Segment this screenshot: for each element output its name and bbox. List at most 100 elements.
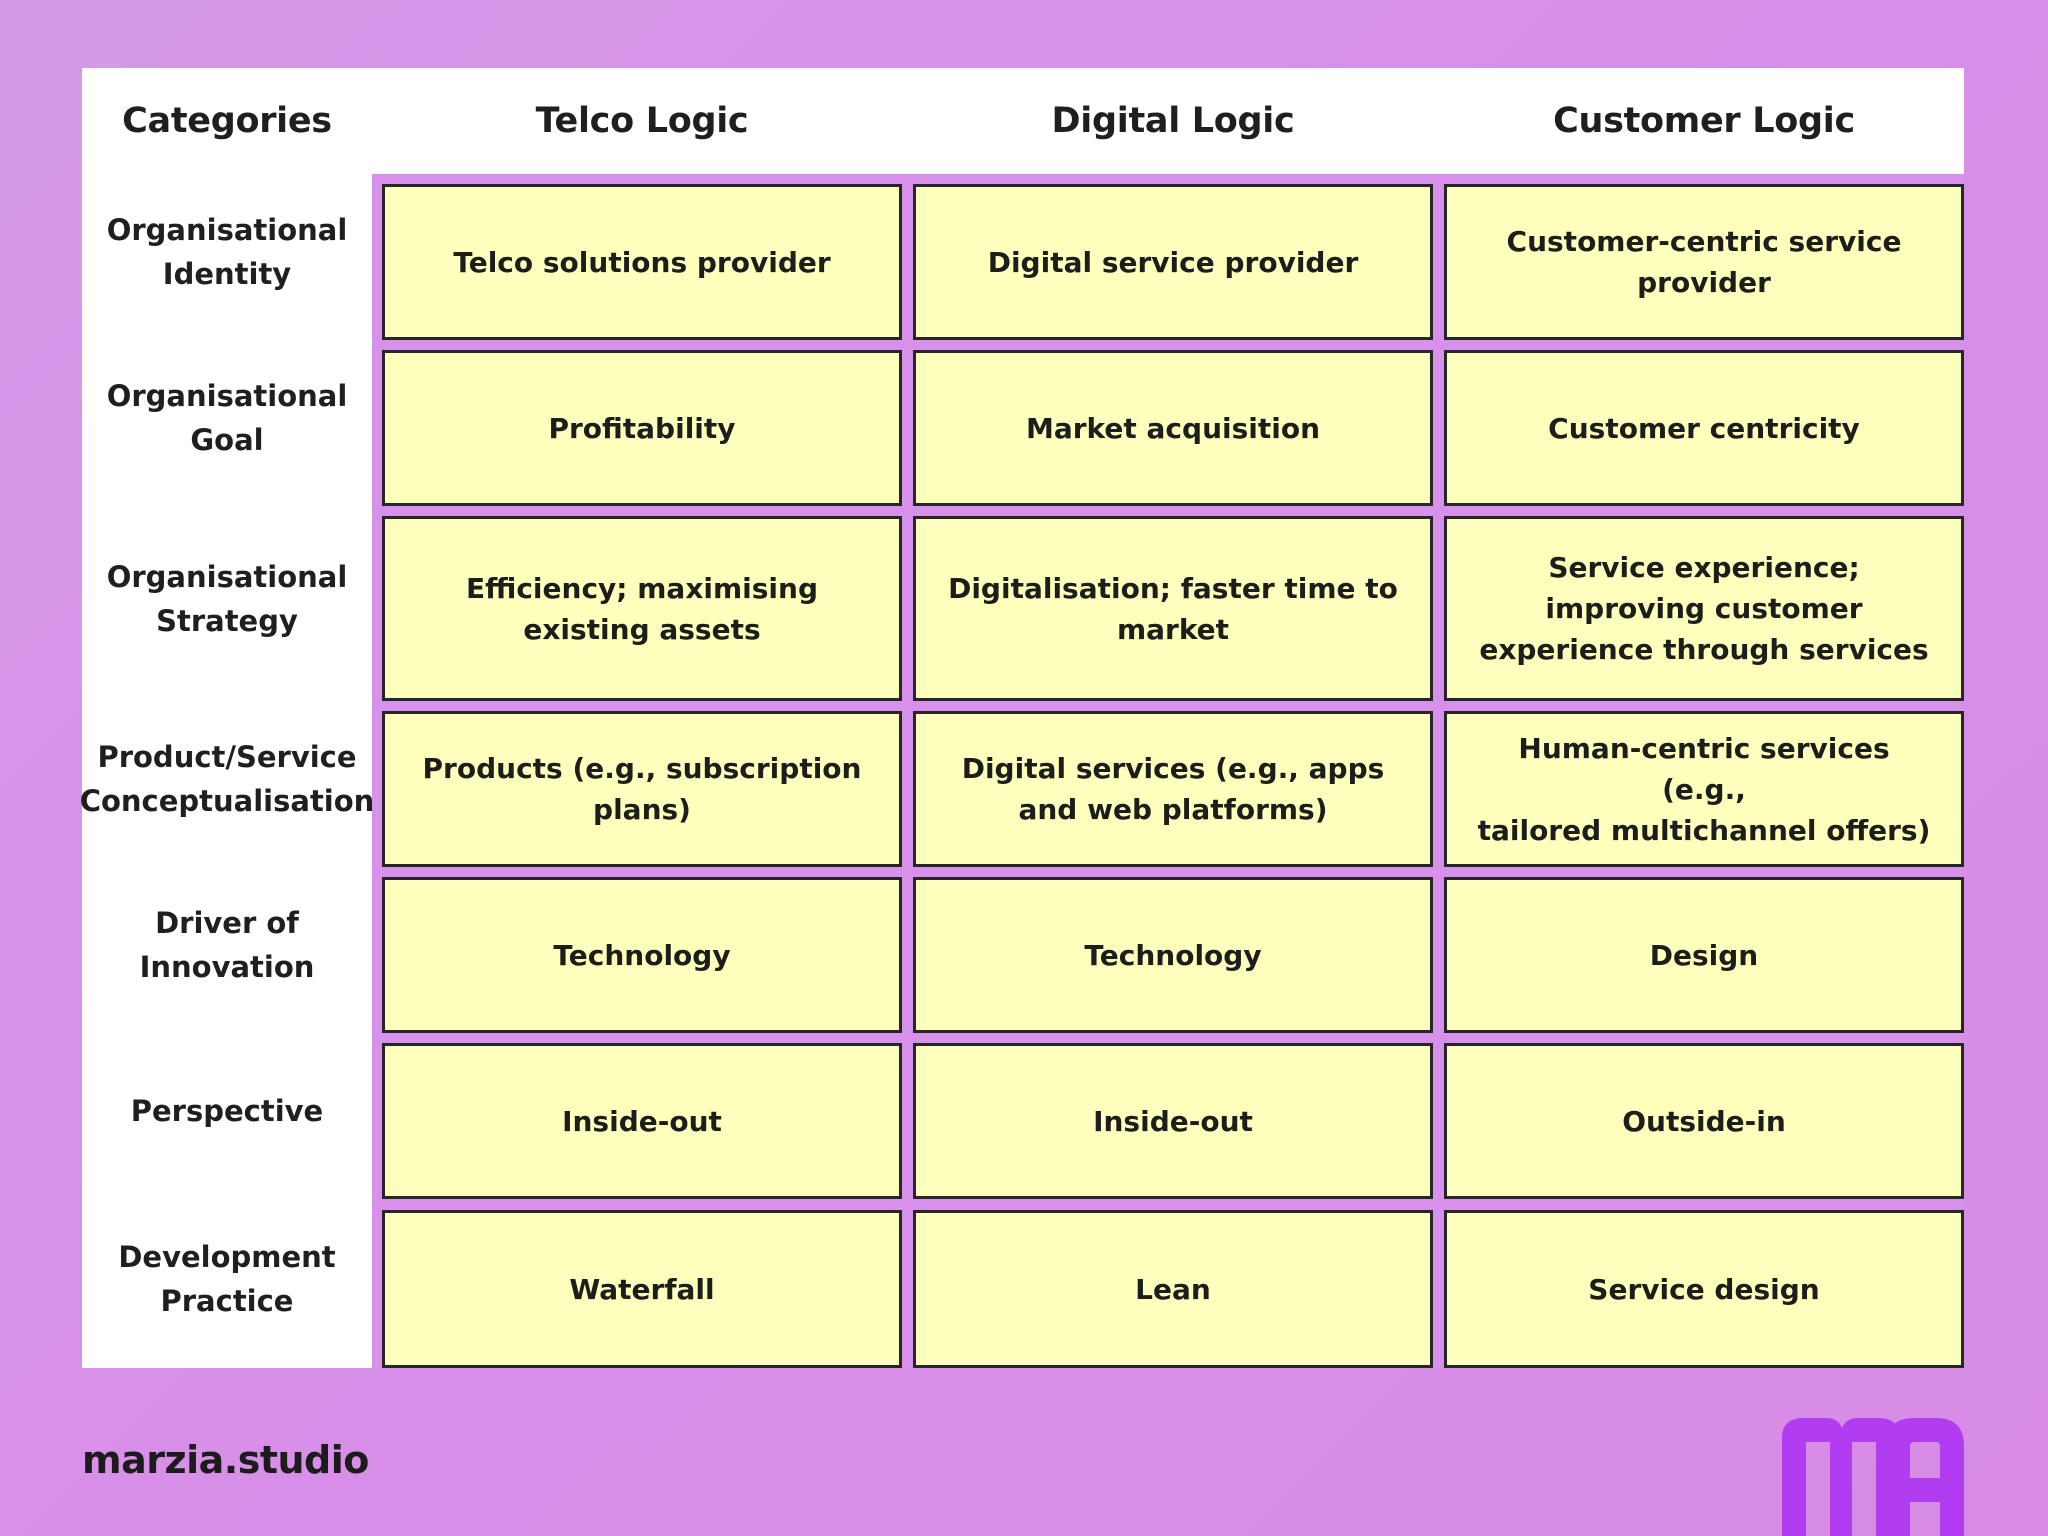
cell-digital: Technology bbox=[913, 877, 1433, 1033]
cell-text: Telco solutions provider bbox=[453, 242, 830, 283]
row-label-line: Conceptualisation bbox=[79, 784, 375, 818]
row-label-line: Identity bbox=[162, 257, 292, 291]
cell-line: Technology bbox=[1084, 938, 1262, 972]
cell-line: plans) bbox=[593, 793, 691, 826]
cell-line: Telco solutions provider bbox=[453, 245, 831, 279]
cell-line: Products (e.g., subscription bbox=[422, 752, 862, 785]
cell-line: Technology bbox=[553, 938, 731, 972]
cell-digital: Digital service provider bbox=[913, 184, 1433, 340]
cell-line: existing assets bbox=[523, 612, 761, 646]
cell-digital: Lean bbox=[913, 1210, 1433, 1368]
cell-text: Lean bbox=[1135, 1269, 1211, 1310]
column-header-customer-logic: Customer Logic bbox=[1553, 101, 1855, 141]
row-label-line: Perspective bbox=[130, 1094, 324, 1128]
row-label-line: Organisational bbox=[106, 379, 348, 413]
cell-customer: Customer-centric service provider bbox=[1444, 184, 1964, 340]
cell-telco: Products (e.g., subscription plans) bbox=[382, 711, 902, 867]
cell-line: improving customer bbox=[1545, 592, 1863, 625]
cell-line: and web platforms) bbox=[1018, 793, 1328, 826]
cell-line: Service experience; bbox=[1548, 551, 1860, 584]
cell-text: Digitalisation; faster time to market bbox=[948, 568, 1398, 650]
row-label: Perspective bbox=[82, 1033, 372, 1189]
row-label-line: Innovation bbox=[139, 950, 315, 984]
cell-line: Human-centric services (e.g., bbox=[1518, 731, 1890, 806]
row-label-text: Driver of Innovation bbox=[140, 901, 315, 989]
cell-text: Service experience; improving customer exp… bbox=[1479, 547, 1928, 670]
cell-text: Customer-centric service provider bbox=[1507, 221, 1902, 303]
cell-line: Outside-in bbox=[1622, 1104, 1786, 1138]
cell-line: Digital services (e.g., apps bbox=[961, 752, 1385, 785]
cell-customer: Service design bbox=[1444, 1210, 1964, 1368]
cell-telco: Waterfall bbox=[382, 1210, 902, 1368]
row-label-line: Practice bbox=[160, 1284, 294, 1318]
cell-line: provider bbox=[1637, 266, 1771, 299]
cell-customer: Design bbox=[1444, 877, 1964, 1033]
cell-text: Human-centric services (e.g., tailored mu… bbox=[1473, 728, 1935, 851]
cell-line: Efficiency; maximising bbox=[465, 571, 818, 605]
cell-text: Design bbox=[1650, 935, 1758, 976]
cell-text: Digital services (e.g., apps and web plat… bbox=[962, 748, 1385, 830]
cell-line: Profitability bbox=[548, 411, 736, 445]
cell-text: Inside-out bbox=[562, 1101, 722, 1142]
cell-text: Market acquisition bbox=[1026, 408, 1320, 449]
row-label-line: Strategy bbox=[156, 603, 298, 638]
cell-line: tailored multichannel offers) bbox=[1477, 813, 1931, 847]
cell-digital: Digitalisation; faster time to market bbox=[913, 516, 1433, 701]
row-label-line: Goal bbox=[190, 423, 264, 457]
cell-telco: Profitability bbox=[382, 350, 902, 506]
cell-line: Customer centricity bbox=[1548, 411, 1860, 445]
cell-text: Technology bbox=[553, 935, 730, 976]
cell-customer: Service experience; improving customer exp… bbox=[1444, 516, 1964, 701]
cell-line: Inside-out bbox=[562, 1104, 722, 1138]
cell-digital: Digital services (e.g., apps and web plat… bbox=[913, 711, 1433, 867]
cell-customer: Customer centricity bbox=[1444, 350, 1964, 506]
column-header-categories: Categories bbox=[122, 101, 332, 141]
column-header-digital-logic: Digital Logic bbox=[1051, 101, 1295, 141]
cell-text: Outside-in bbox=[1622, 1101, 1786, 1142]
cell-line: experience through services bbox=[1479, 633, 1929, 666]
row-label-line: Product/Service bbox=[97, 740, 357, 774]
cell-digital: Market acquisition bbox=[913, 350, 1433, 506]
row-label-line: Driver of bbox=[155, 906, 299, 940]
cell-line: Market acquisition bbox=[1025, 411, 1321, 445]
cell-line: Design bbox=[1649, 938, 1759, 972]
column-header-telco-logic: Telco Logic bbox=[535, 101, 749, 141]
cell-text: Service design bbox=[1588, 1269, 1819, 1310]
cell-telco: Telco solutions provider bbox=[382, 184, 902, 340]
cell-text: Customer centricity bbox=[1548, 408, 1860, 449]
cell-text: Profitability bbox=[548, 408, 735, 449]
category-column bbox=[82, 68, 372, 1368]
cell-line: Waterfall bbox=[569, 1272, 715, 1306]
cell-line: Lean bbox=[1135, 1272, 1211, 1306]
cell-line: Digitalisation; faster time to bbox=[948, 571, 1398, 605]
cell-line: Service design bbox=[1588, 1272, 1820, 1306]
cell-telco: Technology bbox=[382, 877, 902, 1033]
row-label-line: Development bbox=[118, 1240, 336, 1274]
cell-text: Efficiency; maximising existing assets bbox=[466, 568, 818, 650]
cell-customer: Human-centric services (e.g., tailored mu… bbox=[1444, 711, 1964, 867]
ma-monogram-logo-icon bbox=[1782, 1418, 1964, 1536]
row-label-line: Organisational bbox=[106, 213, 348, 247]
cell-digital: Inside-out bbox=[913, 1043, 1433, 1199]
cell-customer: Outside-in bbox=[1444, 1043, 1964, 1199]
cell-line: market bbox=[1116, 612, 1230, 646]
cell-line: Customer-centric service bbox=[1506, 225, 1902, 258]
cell-line: Digital service provider bbox=[987, 245, 1359, 279]
cell-text: Digital service provider bbox=[988, 242, 1359, 283]
row-label: Driver of Innovation bbox=[82, 867, 372, 1023]
row-label-line: Organisational bbox=[106, 559, 348, 594]
cell-line: Inside-out bbox=[1093, 1104, 1253, 1138]
cell-text: Inside-out bbox=[1093, 1101, 1253, 1142]
row-label-text: Perspective bbox=[131, 1089, 323, 1133]
cell-telco: Efficiency; maximising existing assets bbox=[382, 516, 902, 701]
